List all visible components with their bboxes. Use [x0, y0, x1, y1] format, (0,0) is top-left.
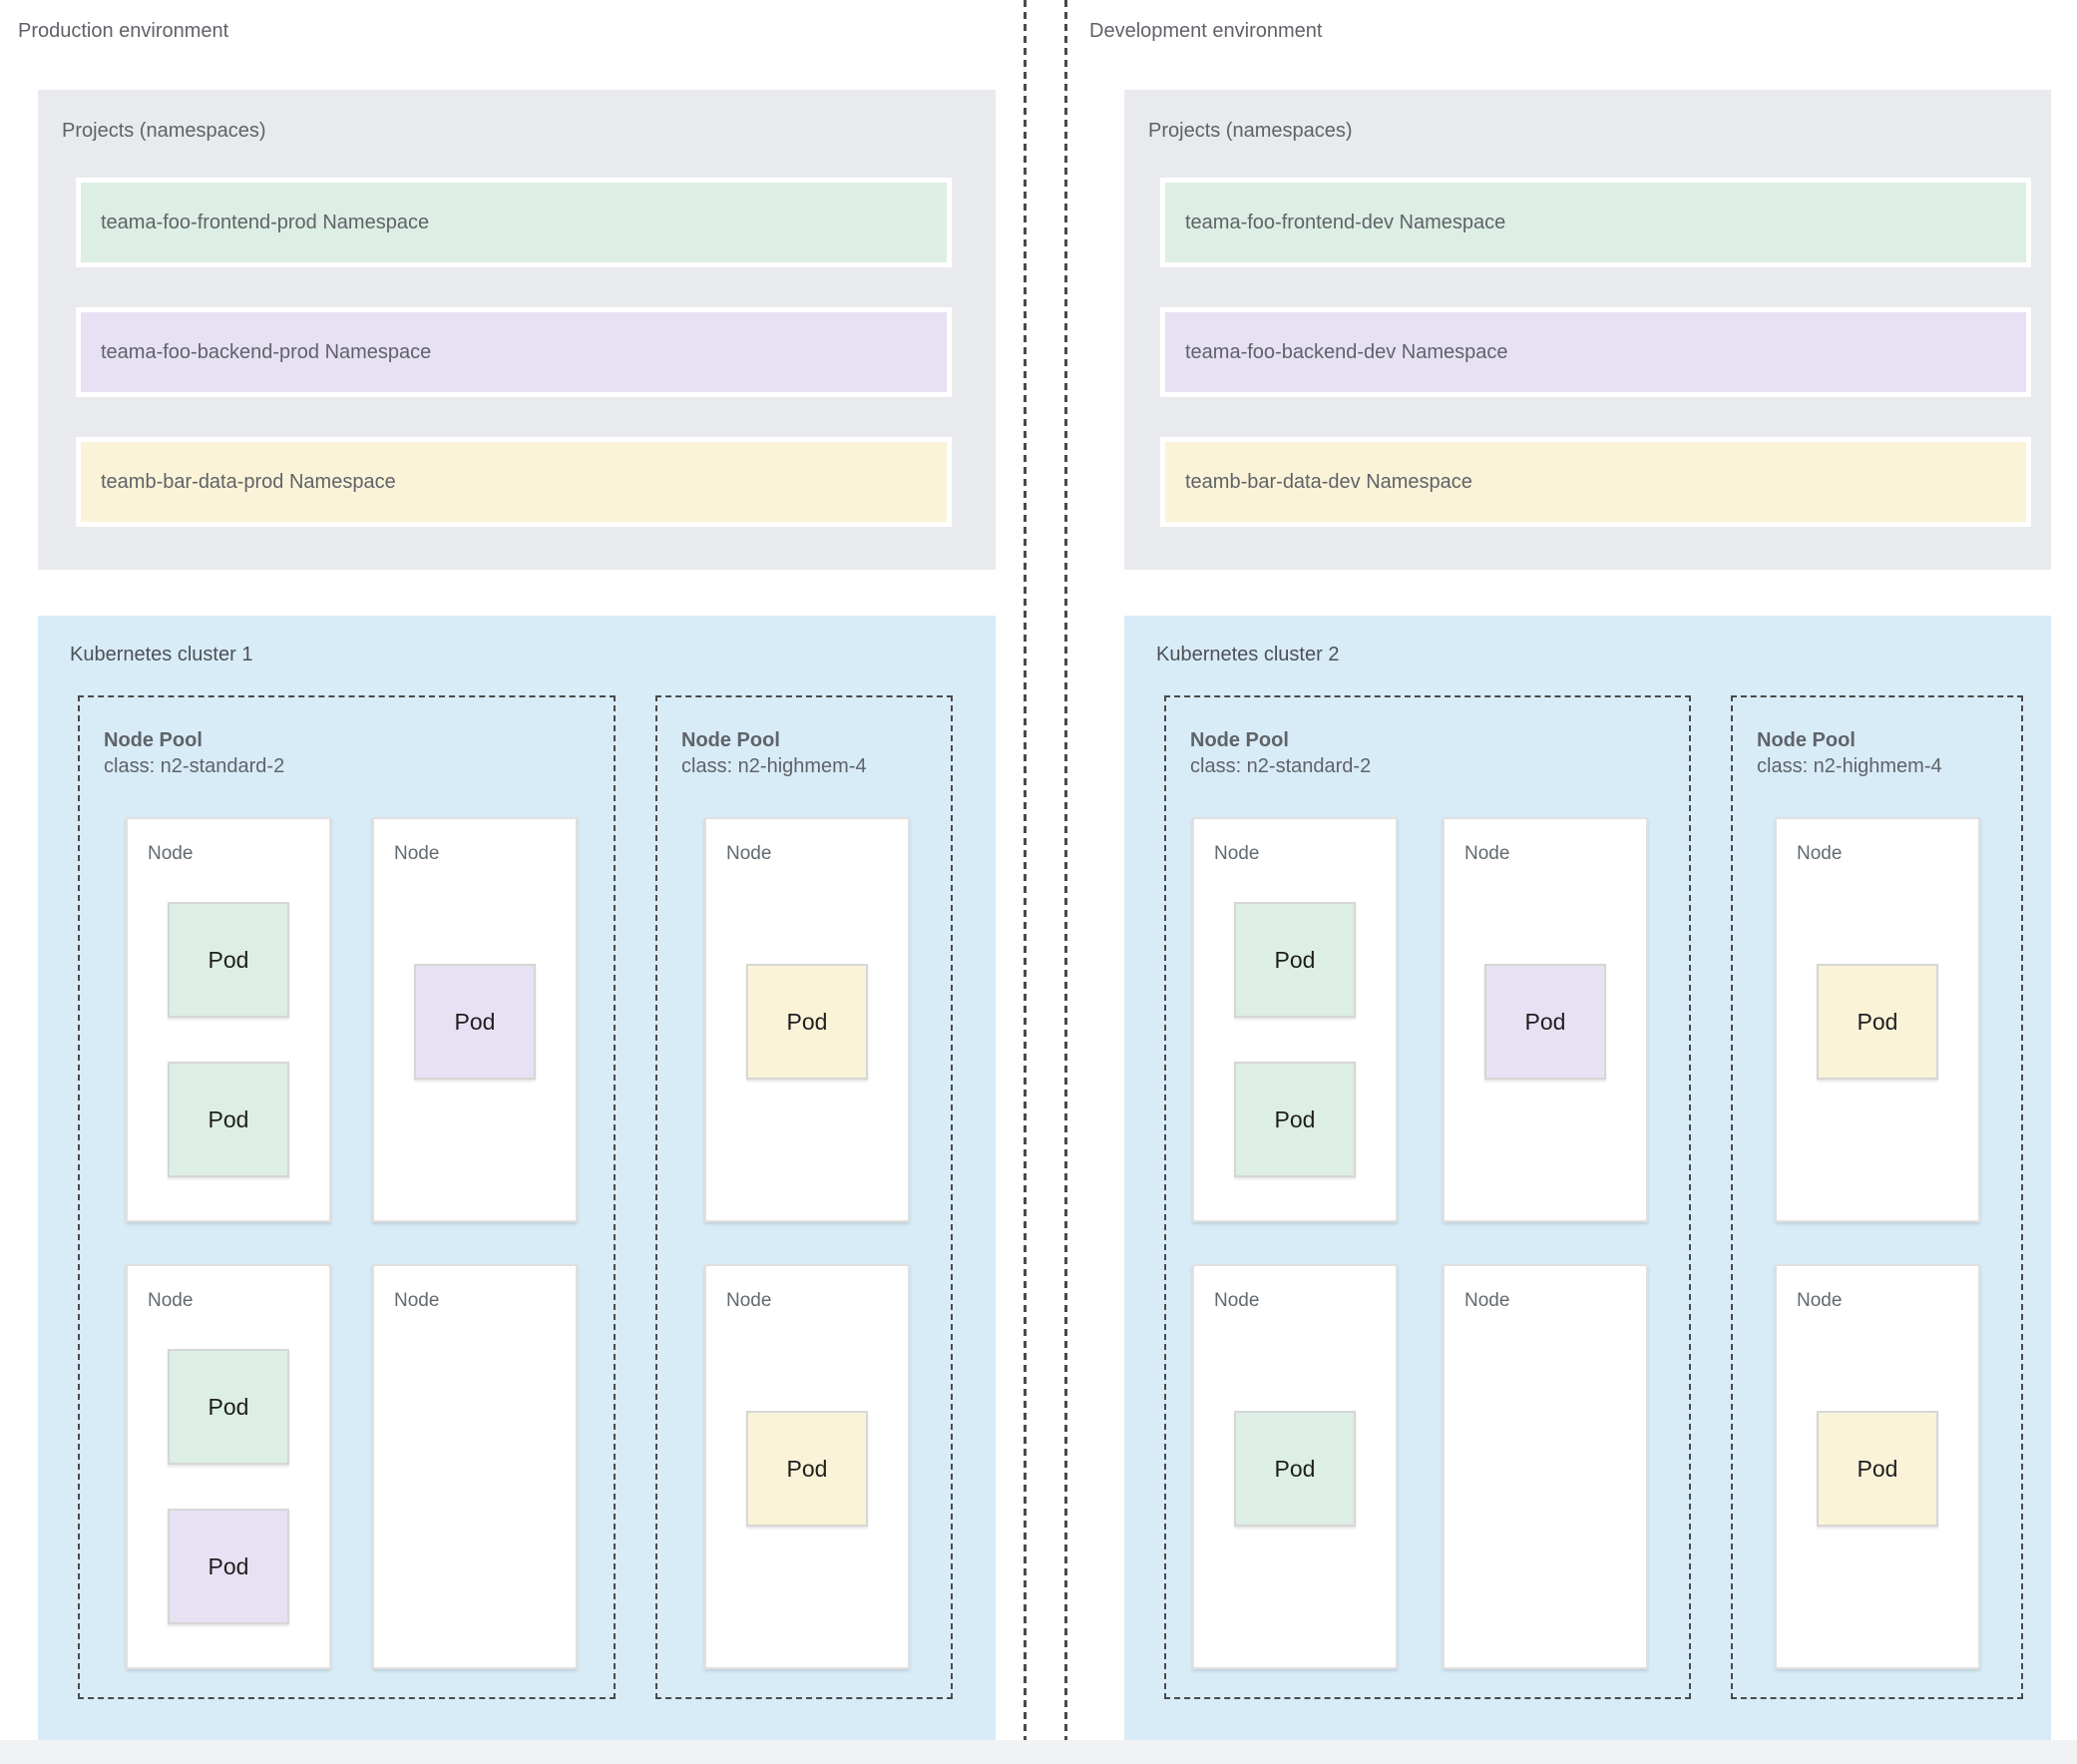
pod: Pod — [1817, 964, 1938, 1080]
node: Node Pod Pod — [126, 1264, 331, 1669]
node-pool: Node Pool class: n2-highmem-4 Node Pod N… — [1731, 695, 2023, 1699]
pod: Pod — [746, 1411, 868, 1527]
namespace-label: teama-foo-backend-dev Namespace — [1185, 340, 1508, 363]
pod-label: Pod — [1274, 946, 1316, 973]
node: Node Pod — [1443, 817, 1648, 1222]
cluster-label: Kubernetes cluster 1 — [70, 644, 253, 665]
namespace-bar: teamb-bar-data-prod Namespace — [76, 437, 952, 527]
pod-label: Pod — [786, 1455, 828, 1482]
pod: Pod — [168, 1062, 289, 1177]
projects-panel: Projects (namespaces) teama-foo-frontend… — [38, 90, 996, 570]
pod-label: Pod — [1524, 1008, 1566, 1035]
namespace-label: teama-foo-frontend-dev Namespace — [1185, 211, 1506, 233]
namespace-bar: teama-foo-backend-dev Namespace — [1160, 307, 2031, 397]
node-pool-class: class: n2-highmem-4 — [681, 755, 867, 777]
node-label: Node — [1214, 1290, 1260, 1311]
node-pool-class: class: n2-highmem-4 — [1757, 755, 1942, 777]
projects-label: Projects (namespaces) — [62, 120, 266, 142]
page-bottom-strip — [0, 1740, 2077, 1764]
namespace-bar: teama-foo-frontend-dev Namespace — [1160, 178, 2031, 267]
node: Node Pod — [704, 1264, 910, 1669]
pod: Pod — [168, 1509, 289, 1624]
node-label: Node — [148, 843, 194, 864]
pod-label: Pod — [786, 1008, 828, 1035]
node-label: Node — [1797, 843, 1843, 864]
environment-title: Development environment — [1089, 20, 1323, 42]
pod: Pod — [1484, 964, 1606, 1080]
node-pool: Node Pool class: n2-standard-2 Node Pod … — [1164, 695, 1691, 1699]
pod-label: Pod — [208, 946, 249, 973]
node-label: Node — [726, 1290, 772, 1311]
projects-panel: Projects (namespaces) teama-foo-frontend… — [1124, 90, 2051, 570]
node-label: Node — [726, 843, 772, 864]
node: Node Pod Pod — [126, 817, 331, 1222]
namespace-label: teamb-bar-data-prod Namespace — [101, 470, 396, 493]
node-label: Node — [1464, 843, 1510, 864]
node-label: Node — [1464, 1290, 1510, 1311]
cluster-panel: Kubernetes cluster 2 Node Pool class: n2… — [1124, 616, 2051, 1740]
environment-divider-line — [1064, 0, 1067, 1764]
pod: Pod — [746, 964, 868, 1080]
pod-label: Pod — [208, 1552, 249, 1579]
node-label: Node — [394, 1290, 440, 1311]
node-label: Node — [394, 843, 440, 864]
node-pool-name: Node Pool — [1190, 729, 1289, 751]
pod-label: Pod — [208, 1105, 249, 1132]
node: Node Pod Pod — [1192, 817, 1398, 1222]
node: Node — [1443, 1264, 1648, 1669]
node: Node — [372, 1264, 578, 1669]
namespace-label: teama-foo-frontend-prod Namespace — [101, 211, 430, 233]
node-pool-name: Node Pool — [1757, 729, 1856, 751]
namespace-label: teama-foo-backend-prod Namespace — [101, 340, 432, 363]
pod: Pod — [1234, 1411, 1356, 1527]
node-label: Node — [148, 1290, 194, 1311]
pod: Pod — [1817, 1411, 1938, 1527]
pod: Pod — [168, 1349, 289, 1465]
node: Node Pod — [1192, 1264, 1398, 1669]
node-pool: Node Pool class: n2-highmem-4 Node Pod N… — [655, 695, 953, 1699]
pod-label: Pod — [1274, 1105, 1316, 1132]
pod-label: Pod — [454, 1008, 496, 1035]
pod: Pod — [168, 902, 289, 1018]
projects-label: Projects (namespaces) — [1148, 120, 1353, 142]
namespace-label: teamb-bar-data-dev Namespace — [1185, 470, 1472, 493]
namespace-bar: teamb-bar-data-dev Namespace — [1160, 437, 2031, 527]
pod-label: Pod — [208, 1393, 249, 1420]
node-pool-name: Node Pool — [681, 729, 780, 751]
pod: Pod — [414, 964, 536, 1080]
node: Node Pod — [704, 817, 910, 1222]
environment-title: Production environment — [18, 20, 229, 42]
environment-divider-line — [1024, 0, 1027, 1764]
cluster-panel: Kubernetes cluster 1 Node Pool class: n2… — [38, 616, 996, 1740]
pod-label: Pod — [1857, 1455, 1898, 1482]
cluster-label: Kubernetes cluster 2 — [1156, 644, 1340, 665]
node-pool-name: Node Pool — [104, 729, 203, 751]
namespace-bar: teama-foo-backend-prod Namespace — [76, 307, 952, 397]
namespace-bar: teama-foo-frontend-prod Namespace — [76, 178, 952, 267]
pod-label: Pod — [1274, 1455, 1316, 1482]
node: Node Pod — [1775, 817, 1980, 1222]
node-label: Node — [1797, 1290, 1843, 1311]
pod-label: Pod — [1857, 1008, 1898, 1035]
node-pool-class: class: n2-standard-2 — [1190, 755, 1372, 777]
node-label: Node — [1214, 843, 1260, 864]
node: Node Pod — [1775, 1264, 1980, 1669]
node: Node Pod — [372, 817, 578, 1222]
node-pool: Node Pool class: n2-standard-2 Node Pod … — [78, 695, 616, 1699]
node-pool-class: class: n2-standard-2 — [104, 755, 285, 777]
pod: Pod — [1234, 1062, 1356, 1177]
pod: Pod — [1234, 902, 1356, 1018]
